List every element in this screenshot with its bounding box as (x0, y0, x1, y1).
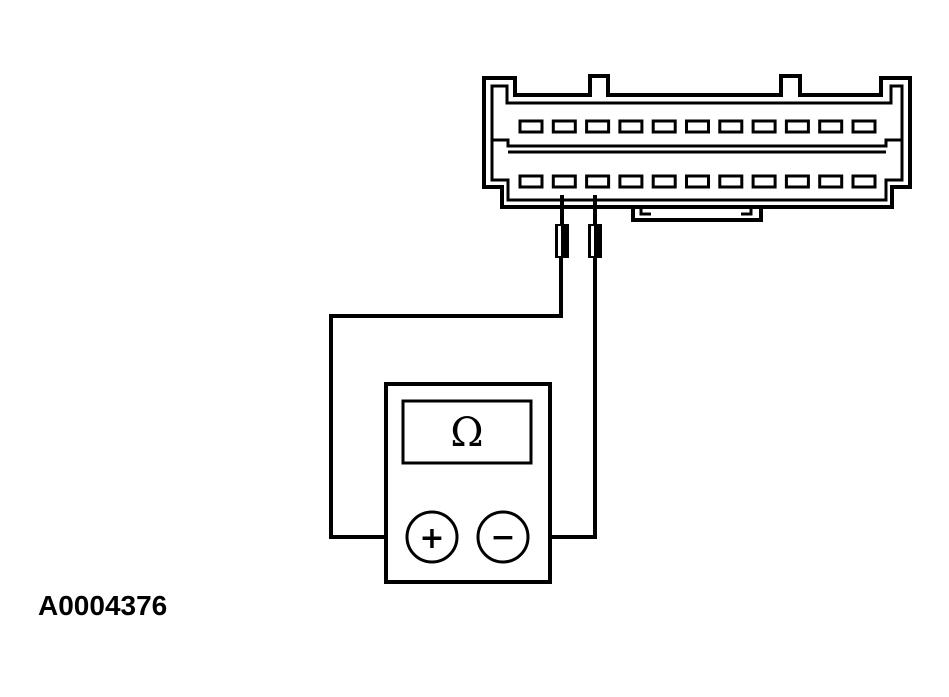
connector-pin-top-10 (818, 119, 844, 134)
connector-pin-top-2 (551, 119, 577, 134)
ohm-symbol: Ω (450, 410, 483, 456)
lead-positive (329, 258, 563, 539)
connector-pin-bottom-7 (718, 174, 744, 189)
connector-inner-wall (490, 84, 904, 202)
figure-id-label: A0004376 (38, 590, 168, 621)
connector-pin-bottom-8 (751, 174, 777, 189)
negative-terminal: − (476, 510, 530, 564)
connector-pin-bottom-1 (518, 174, 544, 189)
multimeter-display (401, 399, 533, 465)
probe-positive (555, 195, 569, 258)
connector-pin-bottom-10 (818, 174, 844, 189)
connector-pin-bottom-5 (651, 174, 677, 189)
connector-bottom-pin-row (518, 174, 877, 189)
connector-pin-top-1 (518, 119, 544, 134)
connector-pin-top-3 (585, 119, 611, 134)
connector (482, 74, 912, 222)
positive-terminal: + (405, 510, 459, 564)
connector-pin-top-8 (751, 119, 777, 134)
connector-pin-top-6 (685, 119, 710, 134)
probe-negative (588, 195, 602, 258)
connector-pin-top-4 (618, 119, 644, 134)
connector-pin-bottom-11 (851, 174, 877, 189)
connector-divider (492, 138, 902, 148)
connector-bottom-latch-detail (639, 207, 753, 216)
connector-pin-bottom-2 (551, 174, 577, 189)
connector-pin-bottom-3 (585, 174, 611, 189)
connector-pin-bottom-9 (784, 174, 810, 189)
connector-bottom-latch (631, 207, 763, 222)
connector-top-pin-row (518, 119, 877, 134)
positive-sign: + (419, 521, 444, 556)
connector-pin-top-11 (851, 119, 877, 134)
connector-pin-top-7 (718, 119, 744, 134)
connector-pin-bottom-6 (685, 174, 710, 189)
connector-pin-top-9 (784, 119, 810, 134)
connector-pin-bottom-4 (618, 174, 644, 189)
negative-sign: − (490, 520, 515, 555)
connector-pin-top-5 (651, 119, 677, 134)
